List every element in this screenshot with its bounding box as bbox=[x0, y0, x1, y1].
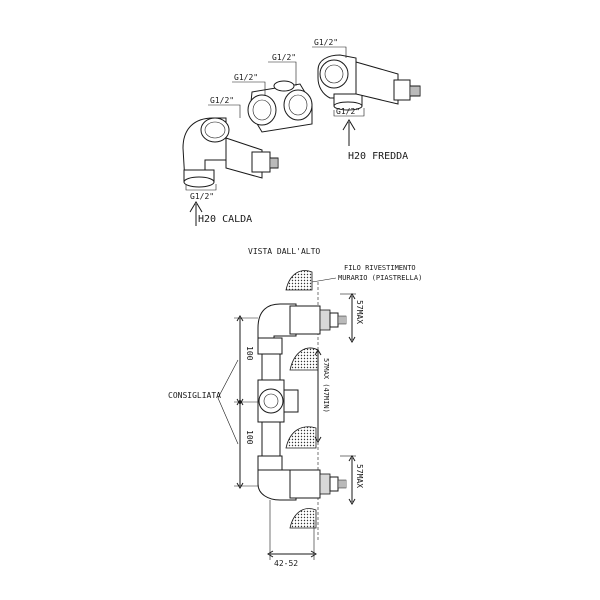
cold-inlet-arrow bbox=[342, 119, 356, 146]
plan-view-title: VISTA DALL'ALTO bbox=[248, 247, 320, 256]
cold-water-label: H20 FREDDA bbox=[348, 151, 408, 162]
depth-dimension-top bbox=[340, 293, 356, 343]
thread-label: G1/2" bbox=[210, 96, 234, 105]
dimension-lower: 100 bbox=[245, 430, 254, 445]
hot-water-elbow bbox=[182, 117, 279, 188]
depth-dimension-bottom-label: 57MAX bbox=[355, 464, 364, 488]
thread-label: G1/2" bbox=[190, 192, 214, 201]
wall-finish-lower-mid bbox=[285, 426, 317, 449]
wall-finish-top bbox=[285, 270, 313, 291]
width-dimension-label: 42-52 bbox=[274, 559, 298, 568]
depth-dimension-bottom bbox=[340, 455, 356, 505]
pipe-assembly bbox=[257, 303, 347, 501]
thread-label: G1/2" bbox=[234, 73, 258, 82]
dimension-upper: 100 bbox=[245, 346, 254, 361]
recommended-leader bbox=[217, 359, 239, 399]
recommended-leader bbox=[217, 397, 239, 445]
wall-note: FILO RIVESTIMENTO bbox=[344, 264, 416, 272]
wall-note: MURARIO (PIASTRELLA) bbox=[338, 274, 422, 282]
thread-label: G1/2" bbox=[314, 38, 338, 47]
wall-finish-upper-mid bbox=[289, 347, 319, 371]
width-dimension bbox=[267, 500, 317, 560]
vertical-dimension-chain bbox=[234, 315, 258, 489]
hot-inlet-arrow bbox=[189, 201, 203, 226]
wall-finish-bottom bbox=[289, 508, 317, 529]
recommended-label: CONSIGLIATA bbox=[168, 391, 221, 400]
thread-label: G1/2" bbox=[272, 53, 296, 62]
depth-dimension-middle-label: 57MAX (47MIN) bbox=[322, 358, 330, 413]
cold-water-elbow bbox=[317, 54, 421, 111]
thread-label: G1/2" bbox=[336, 107, 360, 116]
depth-dimension-middle bbox=[314, 349, 322, 443]
depth-dimension-top-label: 57MAX bbox=[355, 300, 364, 324]
wall-note-leader bbox=[311, 277, 337, 283]
hot-water-label: H20 CALDA bbox=[198, 214, 252, 225]
central-tee bbox=[247, 80, 313, 133]
thread-leaders bbox=[185, 46, 365, 191]
